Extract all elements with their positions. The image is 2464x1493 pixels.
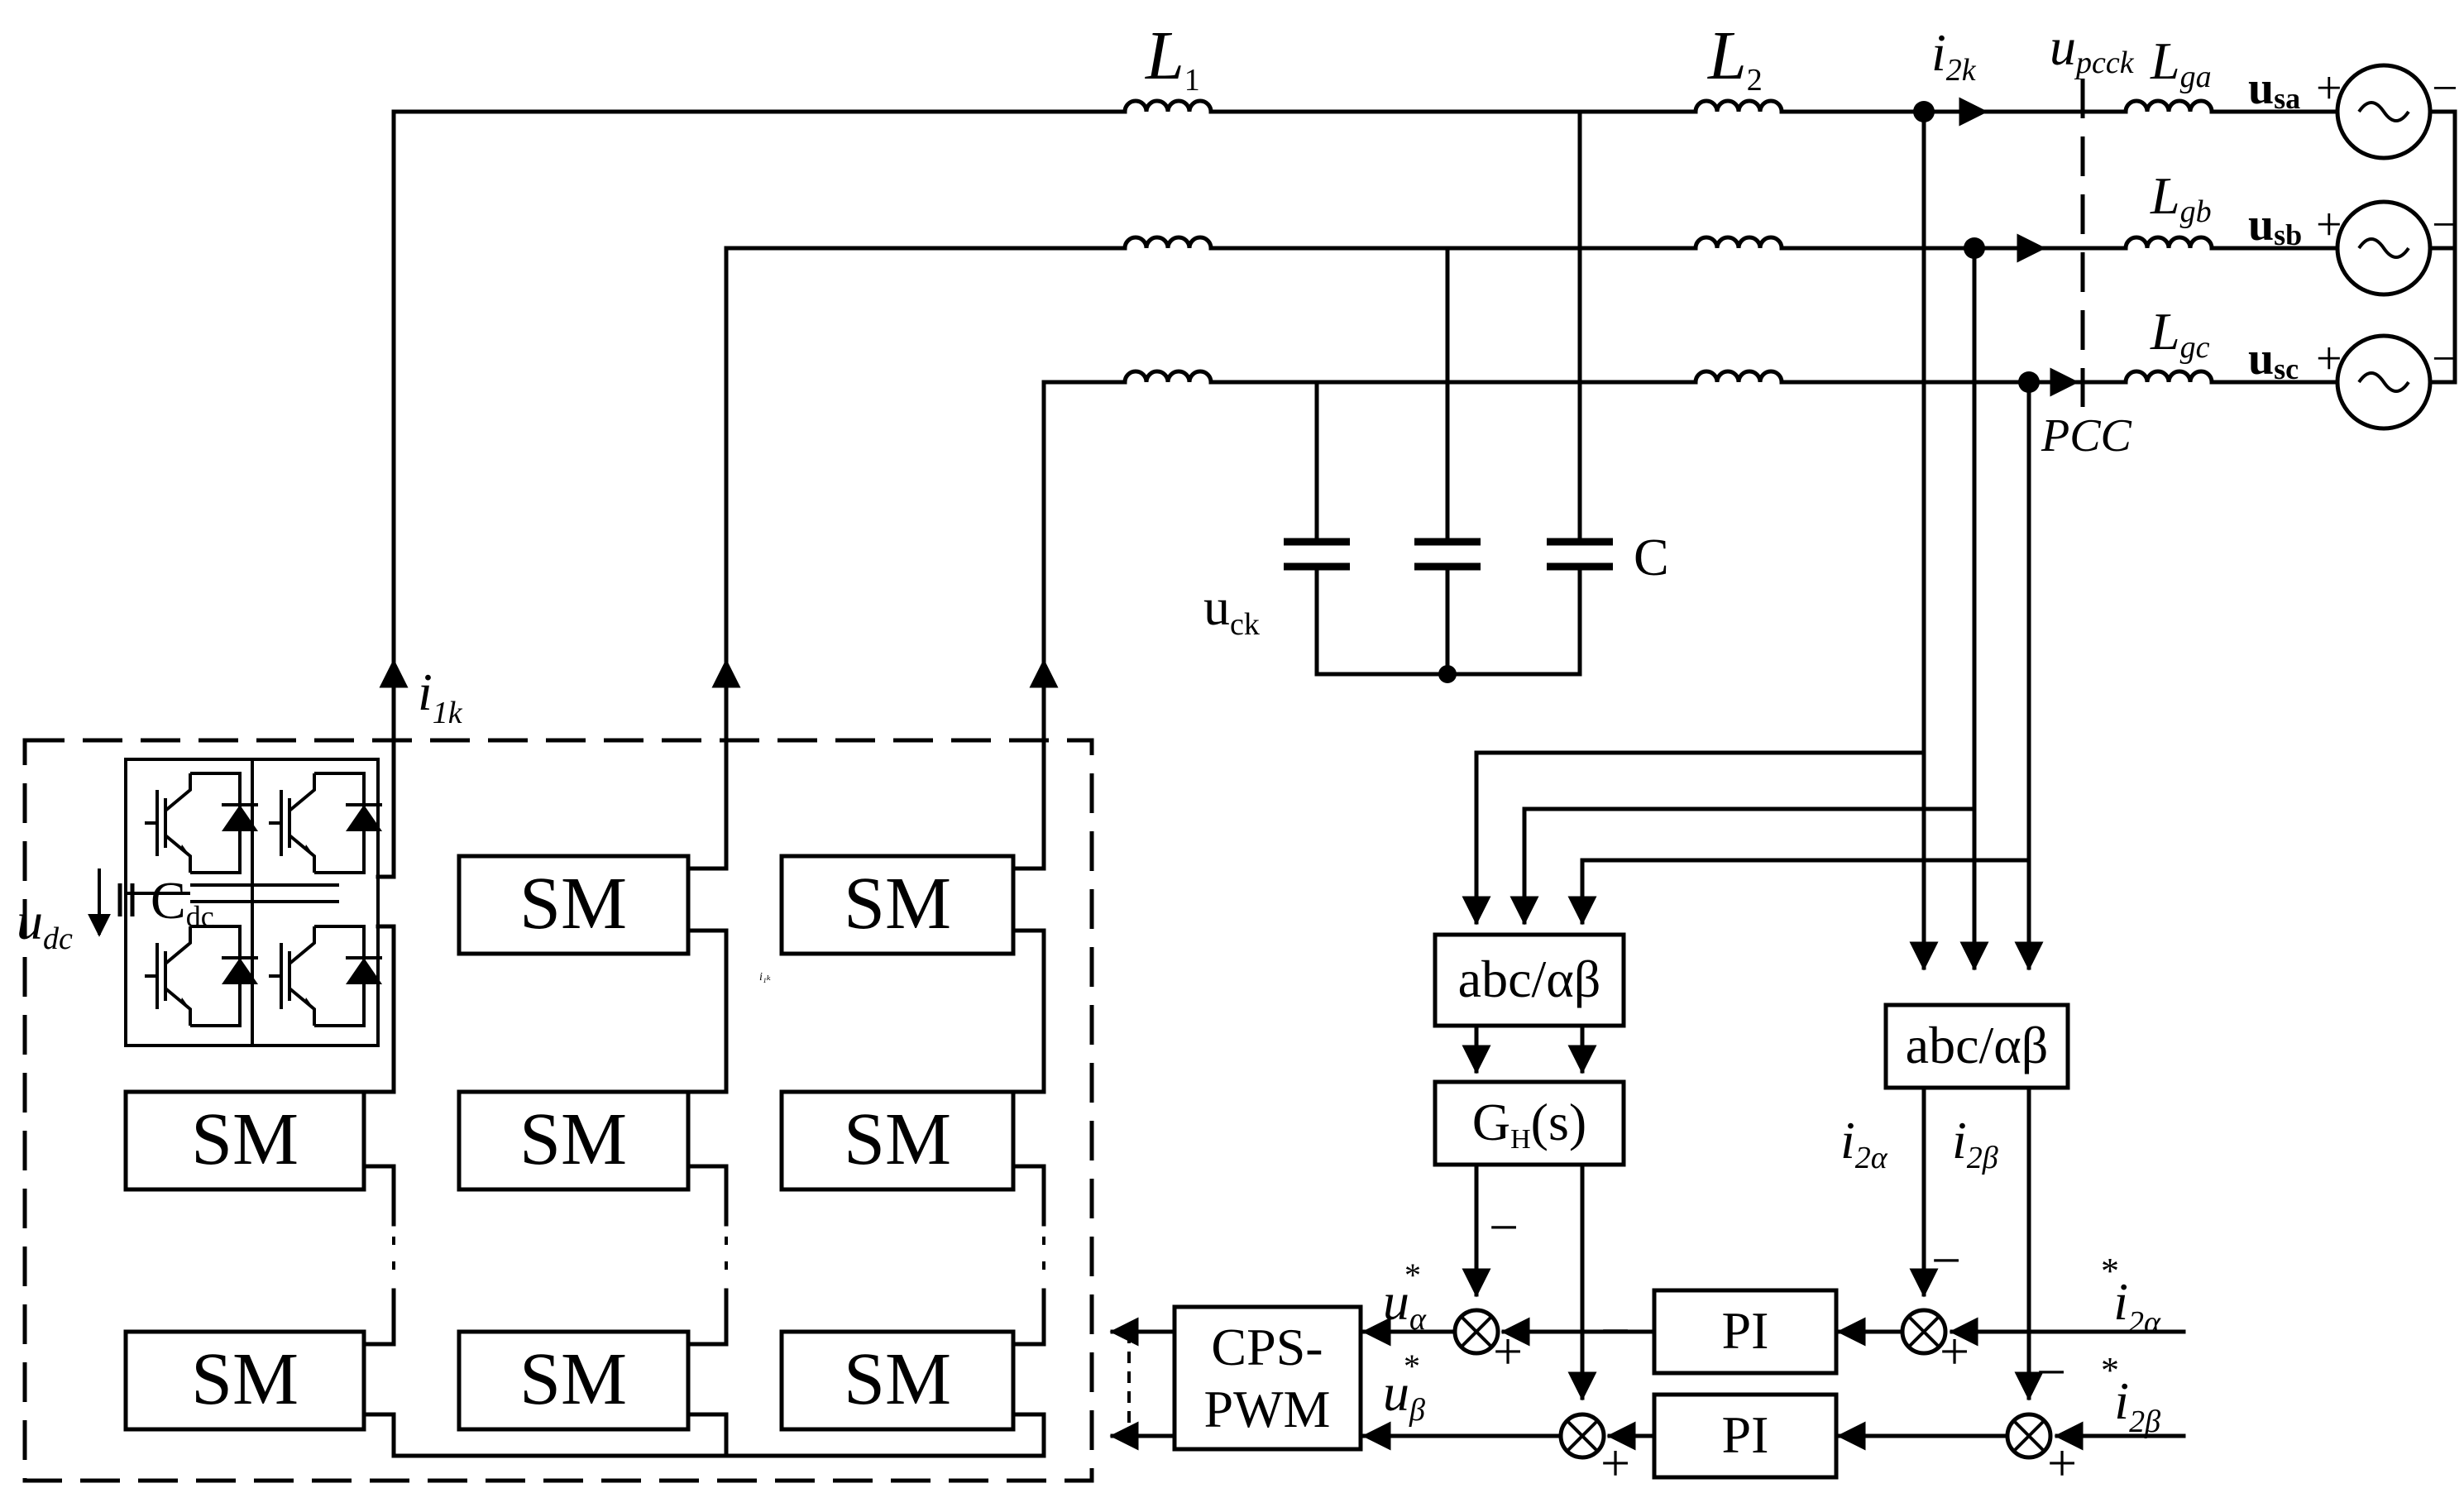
sign-ua-plus: + bbox=[1493, 1322, 1523, 1381]
sm-box-b1 bbox=[457, 854, 691, 956]
sm-label-b2: SM bbox=[519, 1098, 627, 1180]
sm-box-b2 bbox=[457, 1089, 691, 1192]
i2k-label: i2k bbox=[1931, 23, 1977, 88]
sm-label-a3: SM bbox=[191, 1338, 299, 1420]
usc-plus: + bbox=[2316, 333, 2342, 385]
cdc-label: Cdc bbox=[151, 871, 214, 933]
arm-1-wiring bbox=[361, 659, 1046, 1458]
cps-pwm-block bbox=[1172, 1304, 1363, 1452]
usa-minus: − bbox=[2432, 63, 2458, 114]
l2-label: L2 bbox=[1707, 17, 1763, 98]
sign-ib-plus: + bbox=[2047, 1433, 2077, 1492]
sm-label-b3: SM bbox=[519, 1338, 627, 1420]
usb-label: usb bbox=[2248, 199, 2302, 251]
phase-b-line bbox=[724, 237, 2340, 871]
neutral-node bbox=[1438, 665, 1457, 683]
gh-block bbox=[1433, 1079, 1626, 1167]
i2b-label: i2β bbox=[1952, 1111, 1998, 1175]
sm-label-c1: SM bbox=[844, 863, 951, 945]
meas-a-left bbox=[1462, 750, 1926, 926]
sm-box-b3 bbox=[457, 1329, 691, 1432]
meas-b-left bbox=[1509, 806, 1977, 926]
usc-minus: − bbox=[2432, 333, 2458, 385]
pi-block-alpha bbox=[1652, 1288, 1839, 1376]
cps-label-1: CPS- bbox=[1211, 1318, 1323, 1376]
cap-label: C bbox=[1634, 528, 1669, 586]
sm-box-c3 bbox=[779, 1329, 1016, 1432]
capacitor-bank bbox=[1284, 109, 1613, 683]
grid-sources bbox=[2335, 63, 2457, 431]
usb-minus: − bbox=[2432, 199, 2458, 251]
sm-box-a2 bbox=[123, 1089, 366, 1192]
pi-block-beta bbox=[1652, 1392, 1839, 1480]
ref-alpha-label: i2α* bbox=[2101, 1251, 2161, 1340]
arm-2-wiring bbox=[686, 659, 729, 1458]
usa-label: usa bbox=[2248, 63, 2300, 115]
udc-label: udc bbox=[17, 892, 73, 956]
pi-alpha-label: PI bbox=[1722, 1301, 1769, 1360]
arm-3-wiring bbox=[1011, 659, 1046, 1347]
abc-alpha-beta-left-block bbox=[1433, 932, 1626, 1028]
ref-beta-label: i2β* bbox=[2101, 1350, 2160, 1439]
gh-label: GH(s) bbox=[1472, 1093, 1586, 1155]
lga-label: Lga bbox=[2150, 31, 2212, 94]
sign-ub-minus: − bbox=[1600, 1301, 1630, 1360]
cps-label-2: PWM bbox=[1204, 1380, 1331, 1438]
sign-ia-plus: + bbox=[1940, 1322, 1969, 1381]
usc-label: usc bbox=[2248, 333, 2299, 385]
ua-label: uα* bbox=[1383, 1256, 1427, 1337]
i1k-label: i1k bbox=[418, 663, 463, 730]
sm-box-a3 bbox=[123, 1329, 366, 1432]
lgb-label: Lgb bbox=[2150, 166, 2212, 229]
sm-blocks bbox=[123, 854, 1016, 1432]
ub-label: uβ* bbox=[1383, 1347, 1425, 1428]
abc-right-label: abc/αβ bbox=[1906, 1016, 2049, 1074]
sign-ub-plus: + bbox=[1600, 1433, 1630, 1492]
upcck-label: upcck bbox=[2050, 17, 2135, 80]
i1k-tiny-label: i₁ₖ bbox=[759, 971, 771, 983]
abc-alpha-beta-right-block bbox=[1883, 1003, 2070, 1090]
sm-box-c1 bbox=[779, 854, 1016, 956]
sign-ua-minus: − bbox=[1489, 1198, 1519, 1256]
lgc-label: Lgc bbox=[2150, 302, 2210, 365]
pi-beta-label: PI bbox=[1722, 1405, 1769, 1464]
uck-label: uck bbox=[1203, 577, 1260, 642]
sm-label-a2: SM bbox=[191, 1098, 299, 1180]
sign-ia-minus: − bbox=[1931, 1231, 1961, 1290]
full-bridge-submodule bbox=[88, 758, 384, 1047]
sm-label-c3: SM bbox=[844, 1338, 951, 1420]
pcc-label: PCC bbox=[2041, 410, 2132, 462]
sign-ib-minus: − bbox=[2036, 1342, 2066, 1401]
abc-left-label: abc/αβ bbox=[1458, 950, 1601, 1008]
i2a-label: i2α bbox=[1840, 1111, 1888, 1175]
sm-label-c2: SM bbox=[844, 1098, 951, 1180]
sm-box-c2 bbox=[779, 1089, 1016, 1192]
usa-plus: + bbox=[2316, 63, 2342, 114]
usb-plus: + bbox=[2316, 199, 2342, 251]
mmc-boundary bbox=[22, 738, 1094, 1483]
meas-c-left bbox=[1567, 858, 2031, 926]
sm-label-b1: SM bbox=[519, 863, 627, 945]
l1-label: L1 bbox=[1145, 17, 1200, 98]
